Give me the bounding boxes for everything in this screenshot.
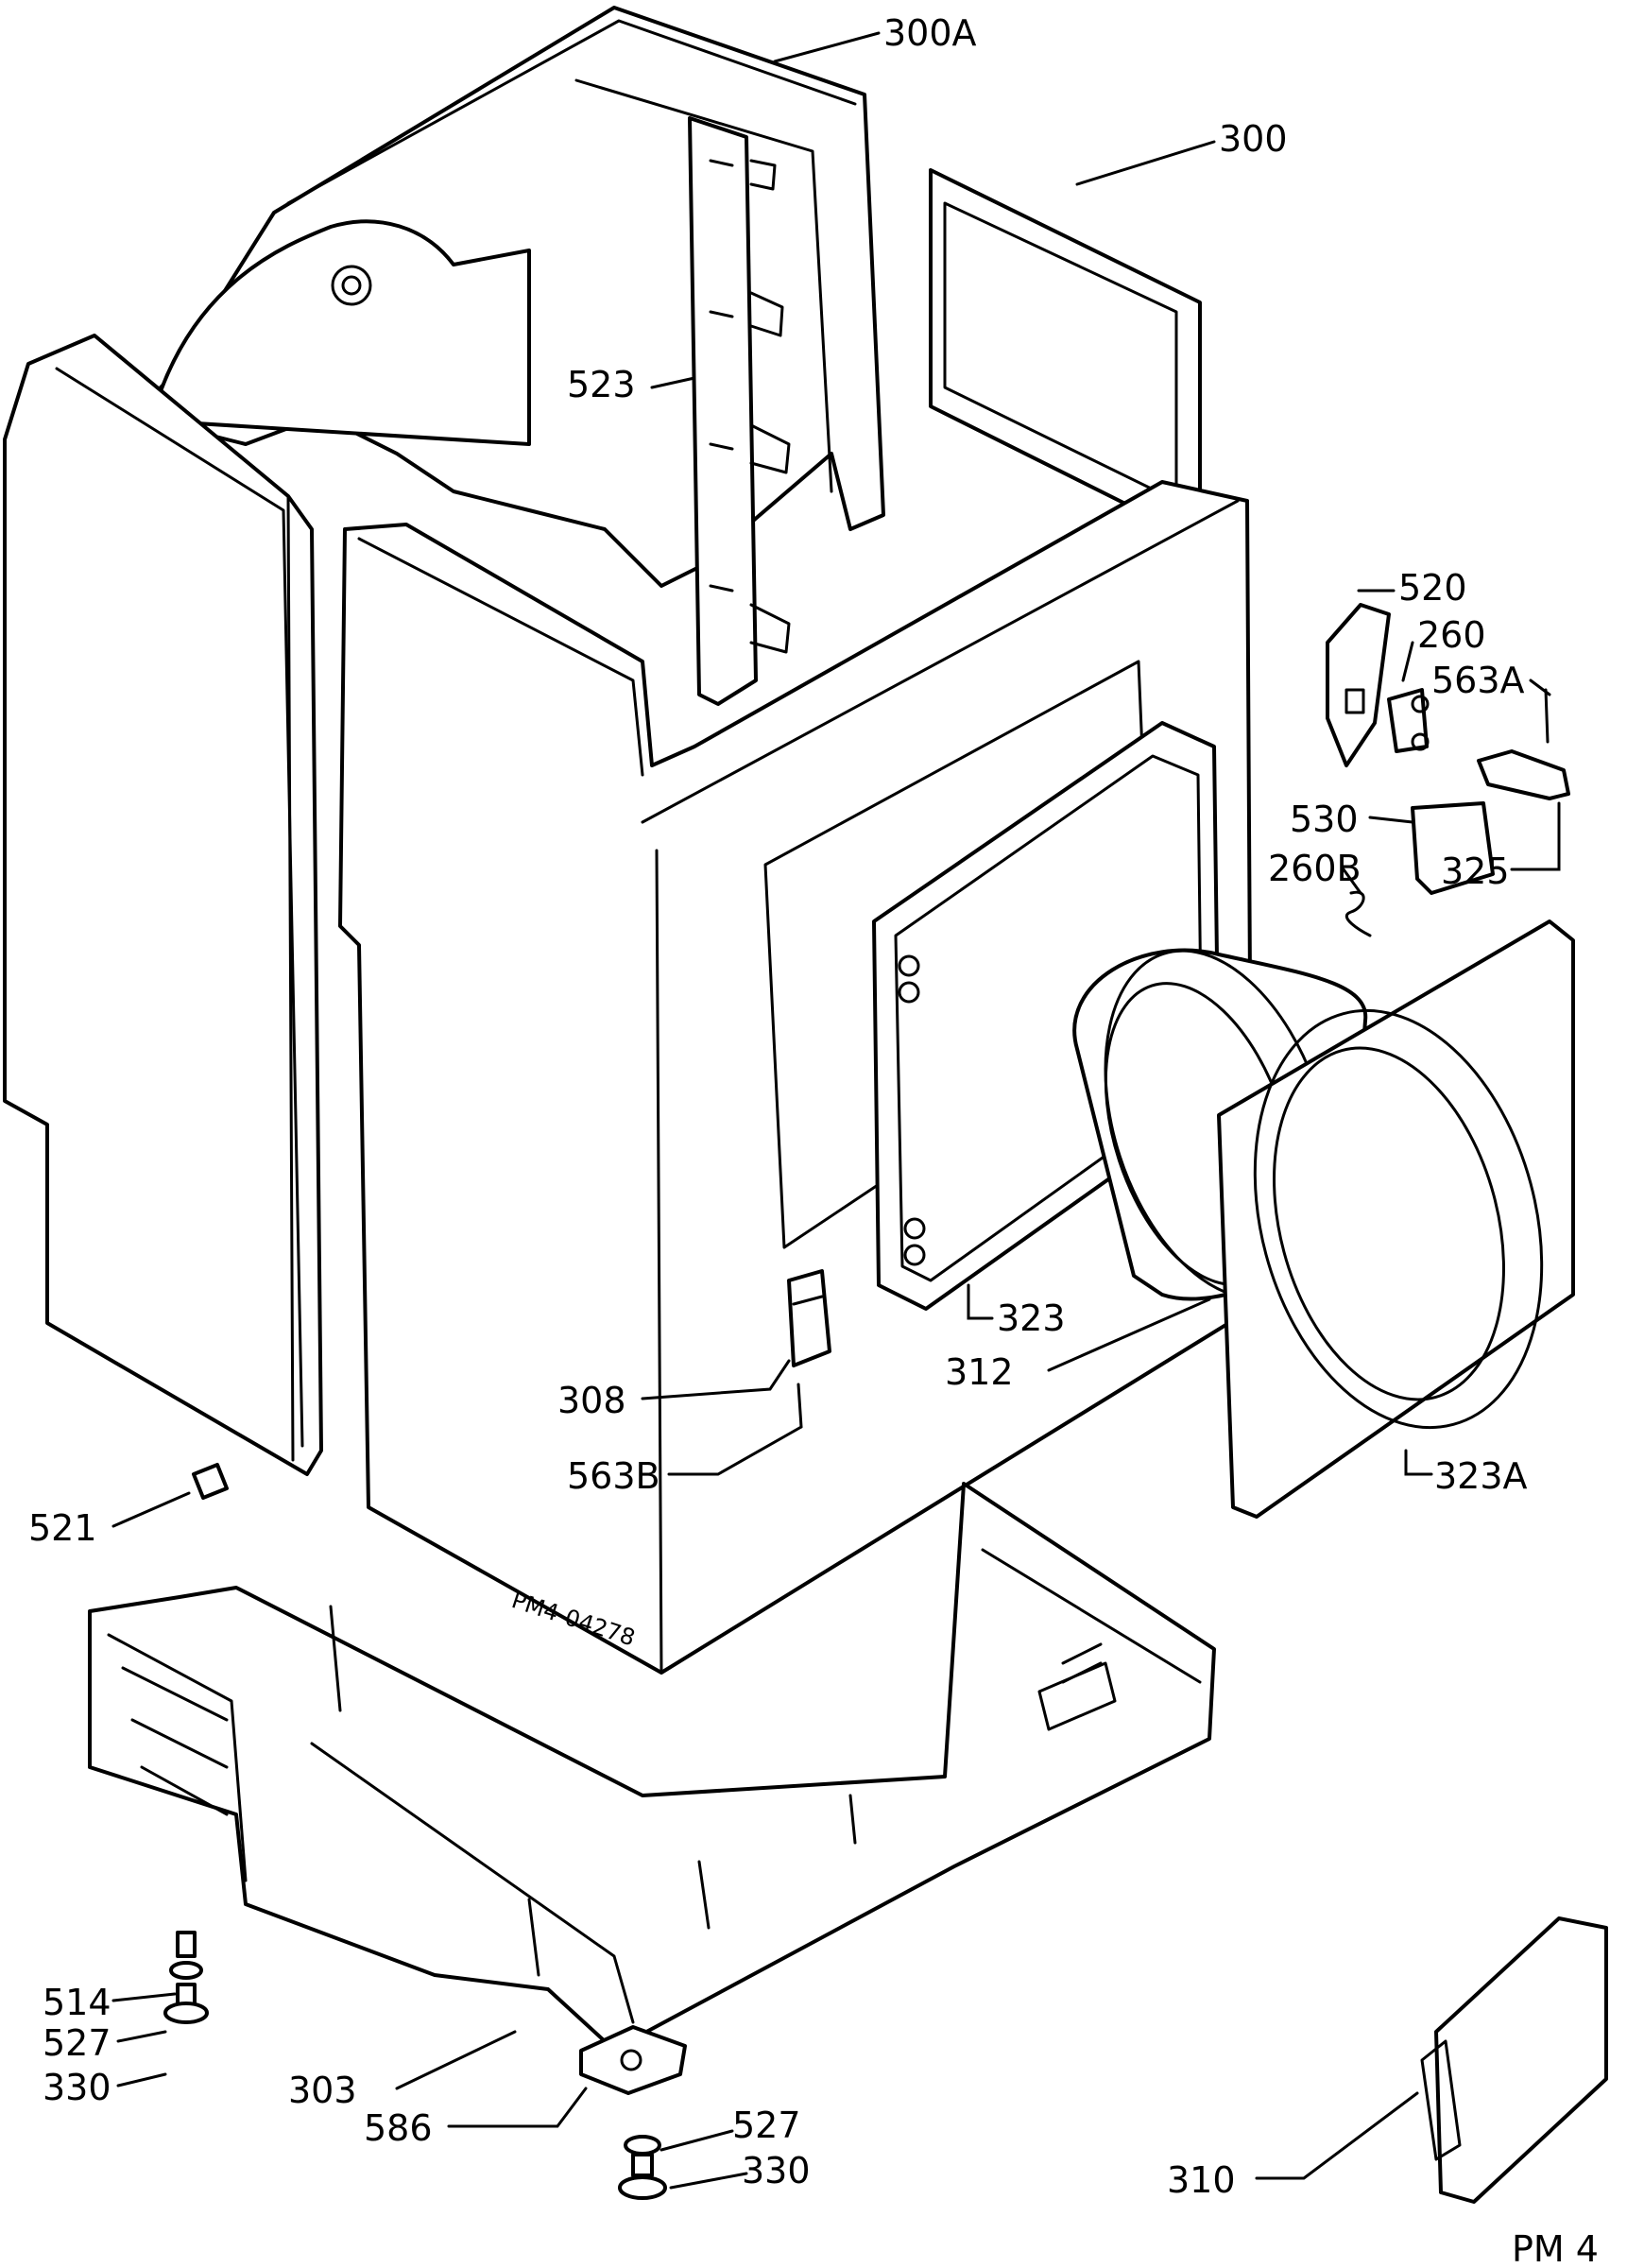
- vent-grille-523: [688, 116, 791, 706]
- rear-panel-300: [929, 168, 1202, 531]
- label-563A: 563A: [1431, 660, 1525, 701]
- label-260B: 260B: [1268, 848, 1362, 889]
- label-527-left: 527: [43, 2022, 111, 2064]
- leader-lines: [111, 31, 1561, 2190]
- lever-325: [1477, 749, 1570, 800]
- label-325: 325: [1441, 850, 1510, 892]
- catch-530: [1411, 801, 1495, 895]
- label-563B: 563B: [567, 1455, 660, 1497]
- pin-563A: [1544, 688, 1550, 744]
- label-260: 260: [1417, 614, 1486, 656]
- left-side-panel: [3, 334, 323, 1476]
- callout-labels: 300A 300 523 520 260 563A 530 260B 325 3…: [28, 12, 1599, 2268]
- feet-right: [618, 2135, 667, 2200]
- label-PM4: PM 4: [1512, 2228, 1599, 2268]
- spring-260B: [1344, 890, 1372, 937]
- foot-bracket-586: [579, 2025, 687, 2095]
- label-330-right: 330: [742, 2150, 811, 2191]
- cover-310: [1420, 1916, 1608, 2204]
- label-514: 514: [43, 1982, 111, 2023]
- label-303: 303: [288, 2070, 357, 2111]
- label-323: 323: [997, 1297, 1066, 1339]
- label-527-right: 527: [732, 2105, 801, 2146]
- pin-563B: [796, 1383, 803, 1429]
- label-300: 300: [1219, 118, 1288, 160]
- label-523: 523: [567, 364, 636, 405]
- screw-521: [192, 1463, 229, 1500]
- spring-260: [1387, 688, 1429, 753]
- latch-parts: [1326, 603, 1570, 937]
- label-308: 308: [557, 1380, 626, 1421]
- feet-left: [163, 1931, 209, 2024]
- outer-door-panel-323A: [1217, 919, 1575, 1519]
- base-frame-303: [88, 1482, 1216, 2043]
- label-521: 521: [28, 1507, 97, 1549]
- front-cabinet-body: [338, 480, 1254, 1675]
- label-330-left: 330: [43, 2067, 111, 2108]
- label-323A: 323A: [1434, 1455, 1528, 1497]
- handle-520: [1326, 603, 1391, 767]
- label-520: 520: [1398, 567, 1467, 609]
- label-586: 586: [364, 2107, 433, 2149]
- label-312: 312: [945, 1351, 1014, 1393]
- label-530: 530: [1290, 799, 1359, 840]
- clip-308: [787, 1269, 831, 1429]
- label-300A: 300A: [883, 12, 977, 54]
- label-310: 310: [1167, 2159, 1236, 2201]
